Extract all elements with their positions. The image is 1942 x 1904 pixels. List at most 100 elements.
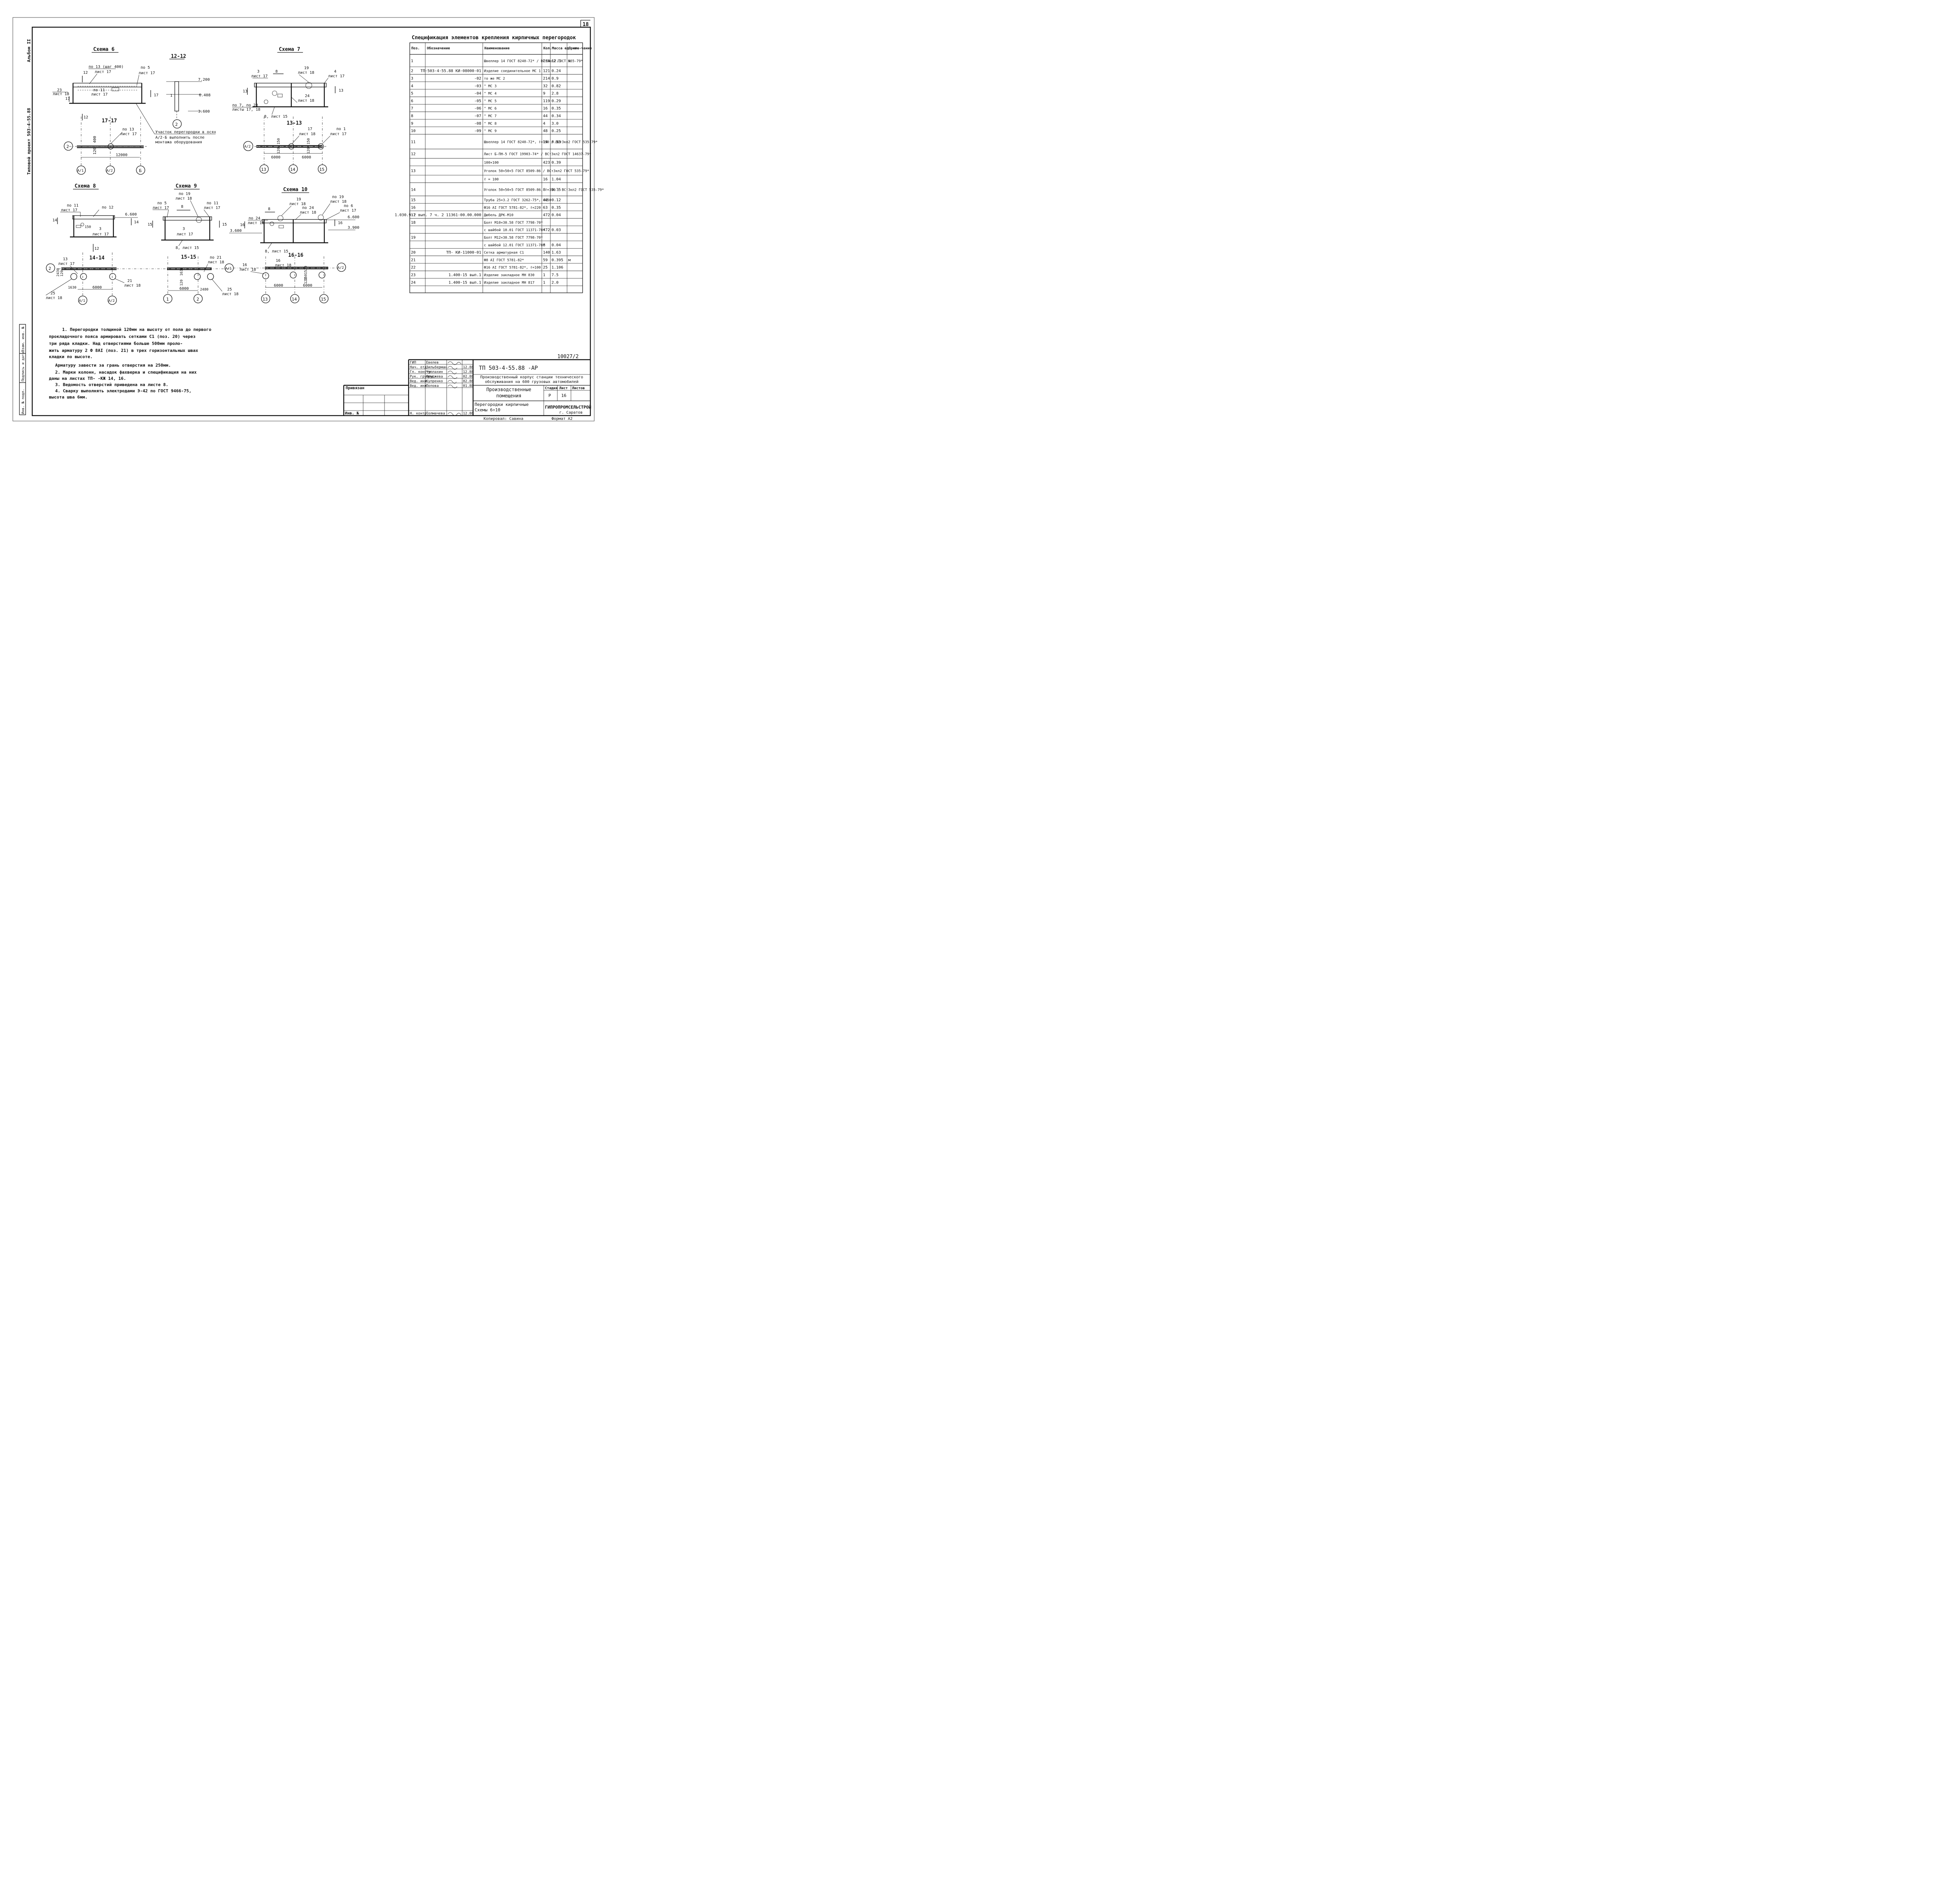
scheme-8-title: Схема 8 [75,183,96,189]
tb-date-6: 12.88 [463,412,473,416]
project-label: Типовой проект 503-4-55.88 [26,108,31,175]
s6-axis-a2: А/2 [106,169,113,173]
tb-date-0: 12.88 [463,365,473,369]
scheme-6-title: Схема 6 [93,47,115,52]
s7-label-17: 17 [308,127,312,131]
spec-cell: 6 [411,99,413,103]
s9-label-8: 8 [181,205,183,209]
s7-label-8: 8 [275,70,278,74]
tb-role-6: Н. контр. [410,412,429,416]
spec-cell: 0.24 [552,69,561,73]
spec-cell: -07 [474,114,481,118]
spec-title: Спецификация элементов крепления кирпичн… [412,35,576,41]
general-notes: 1. Перегородки толщиной 120мм на высоту … [49,327,211,400]
s6-level-7200: 7.200 [198,78,210,82]
s9-label-8-list15: 8, лист 15 [176,246,199,250]
s6-label-po13: по 13 (шаг 400) [89,65,124,69]
s7-label-list17b: лист 17 [328,74,345,78]
spec-cell: 7.5 [552,273,559,277]
spec-cell: 21 [411,258,416,262]
s10-label-8-list15: 8, лист 15 [265,249,288,254]
note-line-2: прокладочного пояса армировать сетками С… [49,334,196,339]
s10-label-list18b: лист 18 [300,211,316,215]
s9-label-list18c: лист 18 [222,292,238,296]
tb-date-1: 12.88 [463,370,473,374]
note-line-4: жить арматуру 2 Ф 8АI (поз. 21) в трех г… [49,348,198,353]
spec-cell: 0.03 [552,228,561,232]
spec-cell: -02 [474,77,481,81]
spec-cell: 16 [543,178,548,182]
album-label: Альбом II [26,39,31,62]
s8-label-po12: по 12 [102,205,113,210]
tb-linked: Привязан [346,386,364,390]
s7-label-13a: 13 [243,89,247,94]
drawing-sheet: 18 Альбом II Типовой проект 503-4-55.88 … [0,0,604,432]
note-line-10: 4. Сварку выполнять электродами Э-42 по … [55,388,191,393]
s9-label-list17a: лист 17 [153,206,169,210]
s7-axis-13: 13 [261,167,266,172]
s6-label-list17c: лист 17 [91,92,108,97]
signature-5 [447,385,458,388]
spec-cell: 0.34 [552,114,561,118]
side-stamp-replace: Взам. инв. № [21,326,25,352]
spec-cell: 1.030.9-2 вып. 7 ч. 2 11361-00.00.000 [395,213,481,218]
spec-cell: Дюбель ДРК-М10 [484,213,513,218]
axis-bubble [172,119,182,129]
spec-cell: 140 [543,251,550,255]
s8-label-list18b: лист 18 [46,296,62,300]
spec-header-0: Поз. [411,47,420,50]
spec-cell: 17 [411,213,416,218]
spec-cell: 423 [543,160,550,165]
scheme-6: Схема 6 12-12 по 13 (шаг 400) лист 17 по… [52,47,216,175]
tb-date-5: 01.88 [463,384,473,388]
spec-header-1: Обозначение [427,46,450,50]
spec-cell: Лист Б-ПН-5 ГОСТ 19903-74* / ВСт3кп2 ГОС… [484,153,591,157]
s7-label-list18a: лист 18 [298,71,314,75]
spec-cell: Уголок 50×50×5 ГОСТ 8509-86, ℓ=350 / ВСт… [484,188,604,192]
tb-name-6: Толмачева [426,412,445,416]
s9-label-po11: по 11 [207,201,218,205]
spec-cell: ТП- КИ-11000-01 [446,251,481,255]
spec-cell: 1.400-15 вып.1 [449,280,481,285]
spec-cell: 119 [543,99,550,103]
s6-level-3600: 3.600 [198,110,210,114]
s7-dim-150a: 150 [277,138,281,144]
section-16-16: 16-16 [288,252,303,258]
spec-cell: " МС 3 [484,84,497,88]
spec-cell: " МС 9 [484,129,497,133]
spec-cell: 1.04 [552,178,561,182]
section-17-17: 17-17 [102,118,117,124]
s10-label-list18e: лист 18 [240,268,256,272]
s8-dim-150: 150 [85,225,91,229]
spec-cell: с шайбой 12.01 ГОСТ 11371-78* [484,243,545,247]
s7-label-8-list15: 8, лист 15 [264,115,287,119]
section-14-14: 14-14 [89,255,104,261]
s9-dim-1630: 1630 [180,267,184,276]
s7-label-list17a: лист 17 [251,74,268,78]
s6-label-12a: 12 [83,71,88,75]
section-15-15: 15-15 [181,254,196,260]
tb-name-0: Евелев [426,361,439,365]
spec-cell: 14 [411,188,416,192]
signature-4 [447,380,457,384]
signature-3 [447,375,458,379]
s7-label-19: 19 [304,66,309,70]
spec-cell: с шайбой 10.01 ГОСТ 11371-78* [484,228,545,232]
scheme-9: Схема 9 по 19 лист 18 по 5 лист 17 8 по … [148,183,238,303]
tb-format: Формат А2 [552,417,573,421]
s10-label-po24b: по 24 [249,216,260,221]
note-line-11: высота шва 6мм. [49,395,87,400]
s8-label-14a: 14 [52,218,57,223]
s6-axis-2: 2 [66,144,69,149]
s10-dim-6000a: 6000 [274,284,283,288]
spec-cell: ℓ = 100 [484,178,499,182]
s10-label-list18c: лист 18 [330,200,346,204]
spec-cell: 2 [411,69,413,73]
spec-cell: " МС 8 [484,122,497,126]
spec-cell: 63 [543,205,548,210]
spec-header-4: Масса ед. кг. [552,47,579,50]
s10-dim-6000b: 6000 [303,284,312,288]
s6-label-23: 23 [57,88,62,92]
s9-dim-2480: 2480 [200,288,209,292]
spec-cell: 13 [411,169,416,173]
